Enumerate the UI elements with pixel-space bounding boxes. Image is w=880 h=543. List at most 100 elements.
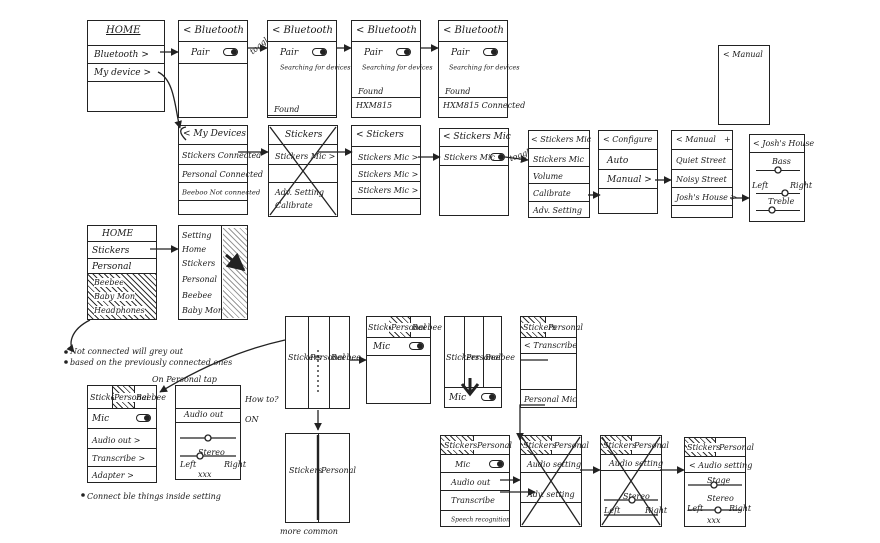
bottom1-item-audio[interactable]: Audio out (451, 478, 491, 487)
stickers-item-0[interactable]: Stickers Mic > (358, 153, 419, 162)
stickers-mic2-item-3[interactable]: Adv. Setting (533, 206, 583, 215)
stickers-mic-title[interactable]: < Stickers Mic (443, 132, 511, 142)
home-item-mydevice[interactable]: My device > (94, 68, 151, 78)
bottom1-item-speech[interactable]: Speech recognition (451, 516, 511, 523)
bottom2-item-audio[interactable]: Audio setting (527, 460, 582, 469)
joshs-slider-3[interactable] (756, 210, 800, 211)
side-item-3[interactable]: Personal (182, 275, 217, 284)
mic-panel-toggle[interactable] (409, 342, 424, 350)
mic-panel-row: Mic (373, 342, 391, 352)
manual-item-quiet[interactable]: Quiet Street (676, 156, 726, 165)
bt3-title[interactable]: < Bluetooth (356, 25, 417, 36)
bt3-pair-toggle[interactable] (396, 48, 411, 56)
stickers-mic2-title[interactable]: < Stickers Mic (531, 135, 592, 144)
side-item-4[interactable]: Beebee (182, 291, 212, 300)
mic-panel-tab-2[interactable]: Beebee (412, 323, 442, 332)
tabs-item-transcribe[interactable]: Transcribe > (92, 454, 146, 463)
side-item-2[interactable]: Stickers (182, 259, 216, 268)
bt4-pair-toggle[interactable] (483, 48, 498, 56)
audio-out-title[interactable]: Audio out (184, 410, 224, 419)
manual-add[interactable]: + (724, 135, 731, 144)
side-panel-screen: Setting Home Stickers Personal Beebee Ba… (178, 225, 248, 320)
three-col-beebee[interactable]: Beebee (331, 353, 361, 362)
bottom4-tab-1[interactable]: Personal (719, 443, 754, 452)
home2-item-personal[interactable]: Personal (92, 262, 132, 272)
bottom4-tab-0[interactable]: Stickers (687, 443, 721, 452)
joshs-title[interactable]: < Josh's House (753, 139, 815, 148)
bullet-2 (64, 360, 68, 364)
mic-panel-tab-0[interactable]: Stickers (368, 323, 402, 332)
bottom3-tab-1[interactable]: Personal (634, 441, 669, 450)
home-item-bluetooth[interactable]: Bluetooth > (94, 50, 149, 60)
bottom1-tab-0[interactable]: Stickers (444, 441, 478, 450)
stickers-x-item-2[interactable]: Calibrate (275, 201, 313, 210)
side-item-0[interactable]: Setting (182, 231, 212, 240)
bottom3-tab-0[interactable]: Stickers (603, 441, 637, 450)
stickers-screen-crossed: Stickers Stickers Mic > Adv. Setting Cal… (268, 125, 338, 217)
tabs-item-audio[interactable]: Audio out > (92, 436, 141, 445)
bt3-device[interactable]: HXM815 (356, 101, 393, 110)
bottom3-title[interactable]: Audio setting (609, 459, 664, 468)
bottom1-mic-toggle[interactable] (489, 460, 504, 468)
three-col-stickers[interactable]: Stickers (288, 353, 322, 362)
joshs-slider-2[interactable] (756, 193, 800, 194)
manual-title[interactable]: < Manual (676, 135, 716, 144)
stickers-x-item-0[interactable]: Stickers Mic > (275, 152, 336, 161)
side-item-1[interactable]: Home (182, 245, 207, 254)
bottom-screen-3: Stickers Personal Audio setting Stereo L… (600, 435, 669, 527)
bottom2-tab-0[interactable]: Stickers (523, 441, 557, 450)
two-col-personal[interactable]: Personal (321, 466, 356, 475)
stickers-x-item-1[interactable]: Adv. Setting (275, 188, 325, 197)
stickers-item-2[interactable]: Stickers Mic > (358, 186, 419, 195)
tabs-tab-personal[interactable]: Personal (114, 393, 149, 402)
cols-mic-2[interactable]: Beebee (485, 353, 515, 362)
cols-mic-1[interactable]: Personal (466, 353, 501, 362)
stickers-title[interactable]: < Stickers (356, 130, 404, 140)
stickers-item-1[interactable]: Stickers Mic > (358, 170, 419, 179)
manual-top-title[interactable]: < Manual (723, 50, 763, 59)
tabs-tab-beebee[interactable]: Beebee (136, 393, 166, 402)
stickers-mic-toggle[interactable] (490, 153, 505, 161)
bt1-title[interactable]: < Bluetooth (183, 25, 244, 36)
bt2-pair-toggle[interactable] (312, 48, 327, 56)
mydevice-item-personal[interactable]: Personal Connected (182, 170, 264, 179)
bottom1-item-transcribe[interactable]: Transcribe (451, 496, 495, 505)
bottom-screen-4: Stickers Personal < Audio setting Stage … (684, 437, 754, 527)
home2-item-babymon: Baby Mon (94, 292, 135, 301)
bt2-title[interactable]: < Bluetooth (272, 25, 333, 36)
bt1-pair-toggle[interactable] (223, 48, 238, 56)
tabs-item-adapter[interactable]: Adapter > (92, 471, 134, 480)
tabs-mic-toggle[interactable] (136, 414, 151, 422)
bottom-screen-2: Stickers Personal Audio setting Adv. set… (520, 435, 589, 527)
configure-item-auto[interactable]: Auto (607, 156, 629, 166)
bottom1-tab-1[interactable]: Personal (477, 441, 512, 450)
configure-item-manual[interactable]: Manual > (607, 175, 652, 185)
manual-item-noisy[interactable]: Noisy Street (676, 175, 727, 184)
mydevice-title[interactable]: < My Devices (183, 129, 247, 139)
stickers-mic2-item-1[interactable]: Volume (533, 172, 563, 181)
trans-title[interactable]: < Transcribe (524, 341, 578, 350)
bottom4-title[interactable]: < Audio setting (689, 461, 753, 470)
bullet-3 (81, 493, 85, 497)
trans-tab-0[interactable]: Stickers (523, 323, 557, 332)
two-col-stickers[interactable]: Stickers (289, 466, 323, 475)
configure-title[interactable]: < Configure (603, 135, 653, 144)
bottom2-item-adv[interactable]: Adv. setting (527, 490, 575, 499)
cols-mic-toggle[interactable] (481, 393, 496, 401)
side-item-5[interactable]: Baby Mon (182, 306, 223, 315)
bt4-title[interactable]: < Bluetooth (443, 25, 504, 36)
bt4-device[interactable]: HXM815 Connected (443, 101, 526, 110)
manual-item-josh[interactable]: Josh's House > (676, 193, 738, 202)
bottom4-stage: Stage (707, 476, 731, 485)
tabs-tab-stickers[interactable]: Stickers (90, 393, 124, 402)
stickers-mic2-item-2[interactable]: Calibrate (533, 189, 571, 198)
trans-tab-1[interactable]: Personal (548, 323, 583, 332)
cols-mic-0[interactable]: Stickers (446, 353, 480, 362)
mydevice-item-stickers[interactable]: Stickers Connected (182, 151, 262, 160)
three-col-personal[interactable]: Personal (310, 353, 345, 362)
mic-panel-tab-1[interactable]: Personal (391, 323, 426, 332)
mydevice-item-beeboo[interactable]: Beeboo Not connected (182, 188, 261, 197)
bottom2-tab-1[interactable]: Personal (554, 441, 589, 450)
joshs-slider-1[interactable] (756, 170, 800, 171)
home2-item-stickers[interactable]: Stickers (92, 246, 130, 256)
